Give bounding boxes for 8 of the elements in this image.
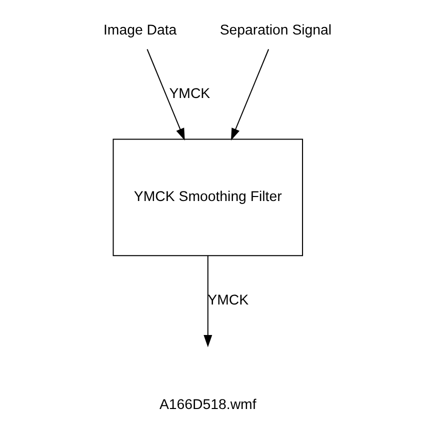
- node-box: YMCK Smoothing Filter: [112, 138, 304, 256]
- node-text: Image Data: [103, 22, 177, 39]
- arrow: [230, 49, 270, 140]
- arrow: [204, 256, 212, 348]
- edge-label: YMCK: [169, 86, 210, 102]
- label: A166D518.wmf: [159, 396, 256, 413]
- arrow: [146, 49, 185, 140]
- node-text: Separation Signal: [220, 22, 332, 39]
